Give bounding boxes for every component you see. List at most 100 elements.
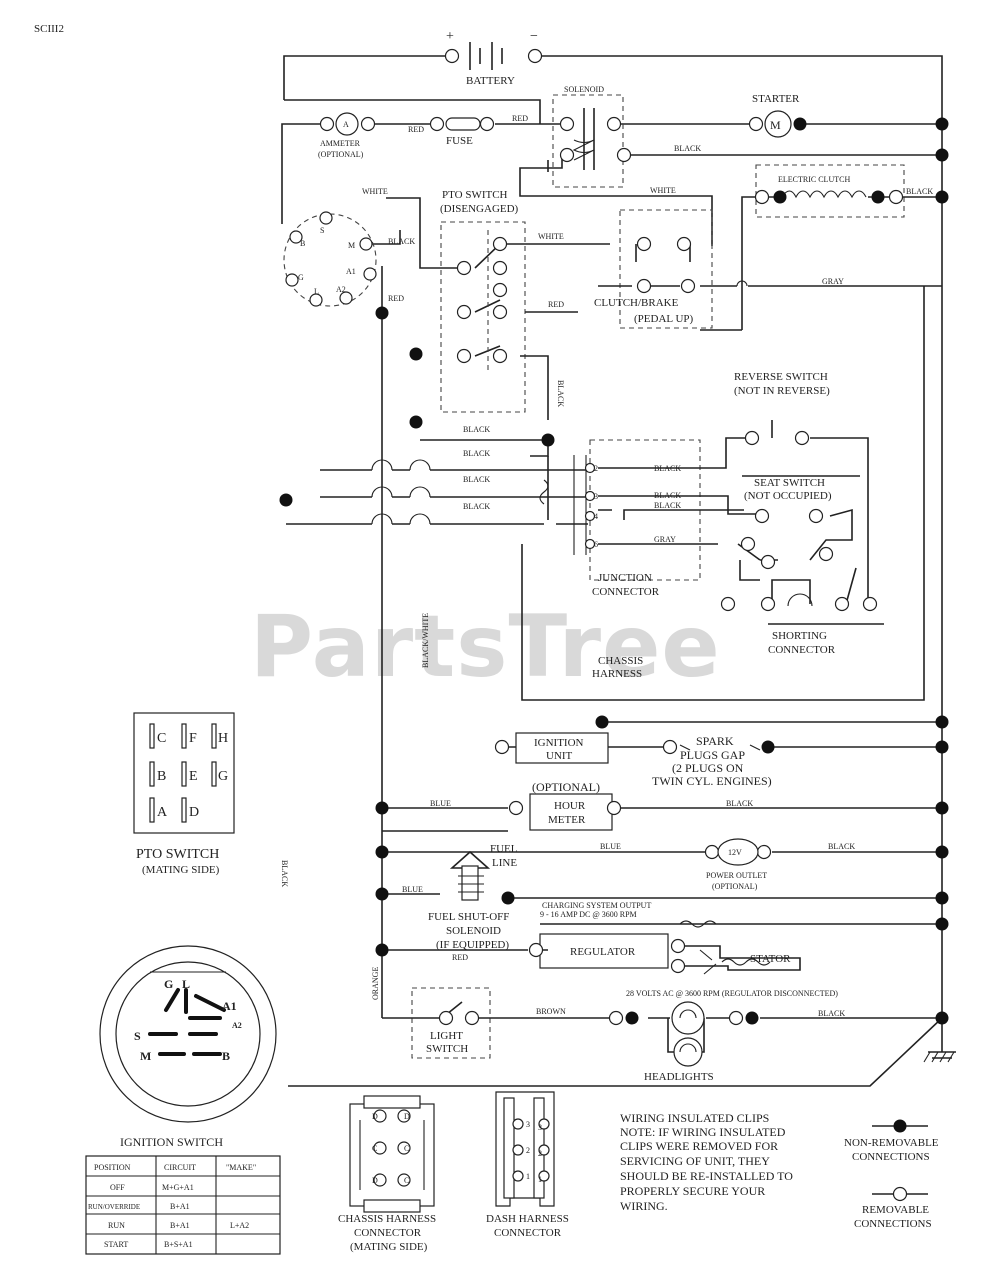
svg-text:RED: RED [408,125,424,134]
solenoid-label: SOLENOID [564,85,604,94]
svg-text:TWIN CYL. ENGINES): TWIN CYL. ENGINES) [652,774,772,788]
svg-text:BLACK: BLACK [726,799,753,808]
ignition-unit-label-2: UNIT [546,750,573,762]
svg-text:D: D [189,805,199,820]
headlight-2-icon [673,1037,703,1067]
svg-text:RED: RED [388,294,404,303]
svg-text:SOLENOID: SOLENOID [446,925,501,937]
clutch-brake-label: CLUTCH/BRAKE [594,297,679,309]
table-header-circuit: CIRCUIT [164,1163,196,1172]
svg-text:WIRING.: WIRING. [620,1199,668,1213]
svg-text:A: A [343,120,349,129]
svg-text:START: START [104,1240,128,1249]
battery-minus: − [530,29,538,44]
starter-label: STARTER [752,93,800,105]
svg-text:NOTE: IF WIRING INSULATED: NOTE: IF WIRING INSULATED [620,1125,786,1139]
svg-text:B: B [300,239,305,248]
svg-text:PLUGS GAP: PLUGS GAP [680,748,745,762]
svg-text:SWITCH: SWITCH [426,1043,468,1055]
svg-text:2: 2 [538,1149,542,1158]
shorting-connector-label-2: CONNECTOR [768,644,836,656]
ignition-switch-diagram: G L A1 A2 S M B IGNITION SWITCH [99,945,277,1149]
battery-label: BATTERY [466,75,515,87]
svg-text:CONNECTIONS: CONNECTIONS [852,1151,930,1163]
svg-text:RUN/OVERRIDE: RUN/OVERRIDE [88,1203,140,1211]
fuel-line-label: FUEL [490,843,518,855]
dash-connector-label: DASH HARNESS [486,1213,569,1225]
svg-text:D: D [372,1176,378,1185]
svg-text:GRAY: GRAY [654,535,676,544]
svg-text:D: D [372,1112,378,1121]
chassis-connector-label: CHASSIS HARNESS [338,1213,436,1225]
svg-text:WHITE: WHITE [538,232,564,241]
svg-text:BLACK: BLACK [463,475,490,484]
document-code: SCIII2 [34,23,64,35]
svg-text:PROPERLY SECURE YOUR: PROPERLY SECURE YOUR [620,1184,765,1198]
svg-text:BLACK: BLACK [818,1009,845,1018]
ignition-unit-label: IGNITION [534,737,584,749]
legend-non-removable: NON-REMOVABLE [844,1137,939,1149]
pto-mating-label: PTO SWITCH [136,847,219,862]
reverse-switch-state: (NOT IN REVERSE) [734,385,830,397]
junction-connector-label: JUNCTION [598,572,652,584]
shorting-connector-label: SHORTING [772,630,827,642]
fuse-label: FUSE [446,135,473,147]
svg-text:G: G [298,273,304,282]
svg-text:F: F [189,731,197,746]
pto-pin-grid: C F H B E G A D [149,723,228,823]
battery-plus: + [446,29,454,44]
svg-text:3: 3 [594,492,598,501]
svg-text:BLACK: BLACK [654,464,681,473]
svg-text:H: H [218,731,228,746]
svg-text:S: S [134,1029,141,1043]
legend-removable: REMOVABLE [862,1204,929,1216]
starter-motor-symbol [764,110,792,138]
ignition-circuit-table: POSITION CIRCUIT "MAKE" OFF M+G+A1 RUN/O… [85,1155,281,1255]
svg-text:METER: METER [548,814,586,826]
svg-text:A1: A1 [222,999,237,1013]
pto-mating-side-label: (MATING SIDE) [142,864,220,876]
svg-text:D: D [404,1112,410,1121]
svg-text:RED: RED [452,953,468,962]
svg-text:BLUE: BLUE [600,842,621,851]
svg-text:CONNECTOR: CONNECTOR [494,1227,562,1239]
svg-text:BLACK: BLACK [556,380,565,407]
svg-text:CLIPS WERE REMOVED FOR: CLIPS WERE REMOVED FOR [620,1139,778,1153]
ammeter-symbol [335,112,359,136]
svg-text:A2: A2 [336,285,346,294]
svg-text:C: C [404,1144,409,1153]
hour-meter-label: HOUR [554,800,586,812]
svg-text:3: 3 [538,1123,542,1132]
svg-text:6: 6 [594,540,598,549]
electric-clutch-label: ELECTRIC CLUTCH [778,175,850,184]
svg-text:BLACK: BLACK [388,237,415,246]
power-outlet-label: POWER OUTLET [706,871,767,880]
svg-text:LINE: LINE [492,857,517,869]
svg-text:RUN: RUN [108,1221,125,1230]
svg-text:BLACK: BLACK [828,842,855,851]
non-removable-legend-icon [893,1119,907,1133]
table-header-position: POSITION [94,1163,131,1172]
svg-text:BLACK: BLACK [280,860,289,887]
svg-text:3: 3 [526,1120,530,1129]
pto-switch-disengaged: (DISENGAGED) [440,203,519,215]
diagram-labels: + − BATTERY SOLENOID STARTER AMMETER (OP… [280,29,933,1083]
svg-text:ORANGE: ORANGE [371,967,380,1000]
svg-text:CONNECTOR: CONNECTOR [354,1227,422,1239]
ammeter-optional: (OPTIONAL) [318,150,364,159]
svg-text:GRAY: GRAY [822,277,844,286]
svg-text:G: G [164,977,173,991]
svg-text:CONNECTIONS: CONNECTIONS [854,1218,932,1230]
connection-legend: NON-REMOVABLE CONNECTIONS REMOVABLE CONN… [844,1119,939,1230]
chassis-harness-label: CHASSIS [598,655,643,667]
svg-text:C: C [372,1144,377,1153]
hour-meter-optional: (OPTIONAL) [532,780,600,794]
svg-text:BLACK/WHITE: BLACK/WHITE [421,613,430,668]
svg-text:L+A2: L+A2 [230,1221,249,1230]
svg-text:(MATING SIDE): (MATING SIDE) [350,1241,428,1253]
chassis-harness-connector: D D C C D C CHASSIS HARNESS CONNECTOR (M… [338,1095,436,1253]
svg-text:S: S [320,226,324,235]
headlight-1-icon [671,1001,705,1035]
svg-text:A: A [157,805,168,820]
chassis-harness-label-2: HARNESS [592,668,642,680]
